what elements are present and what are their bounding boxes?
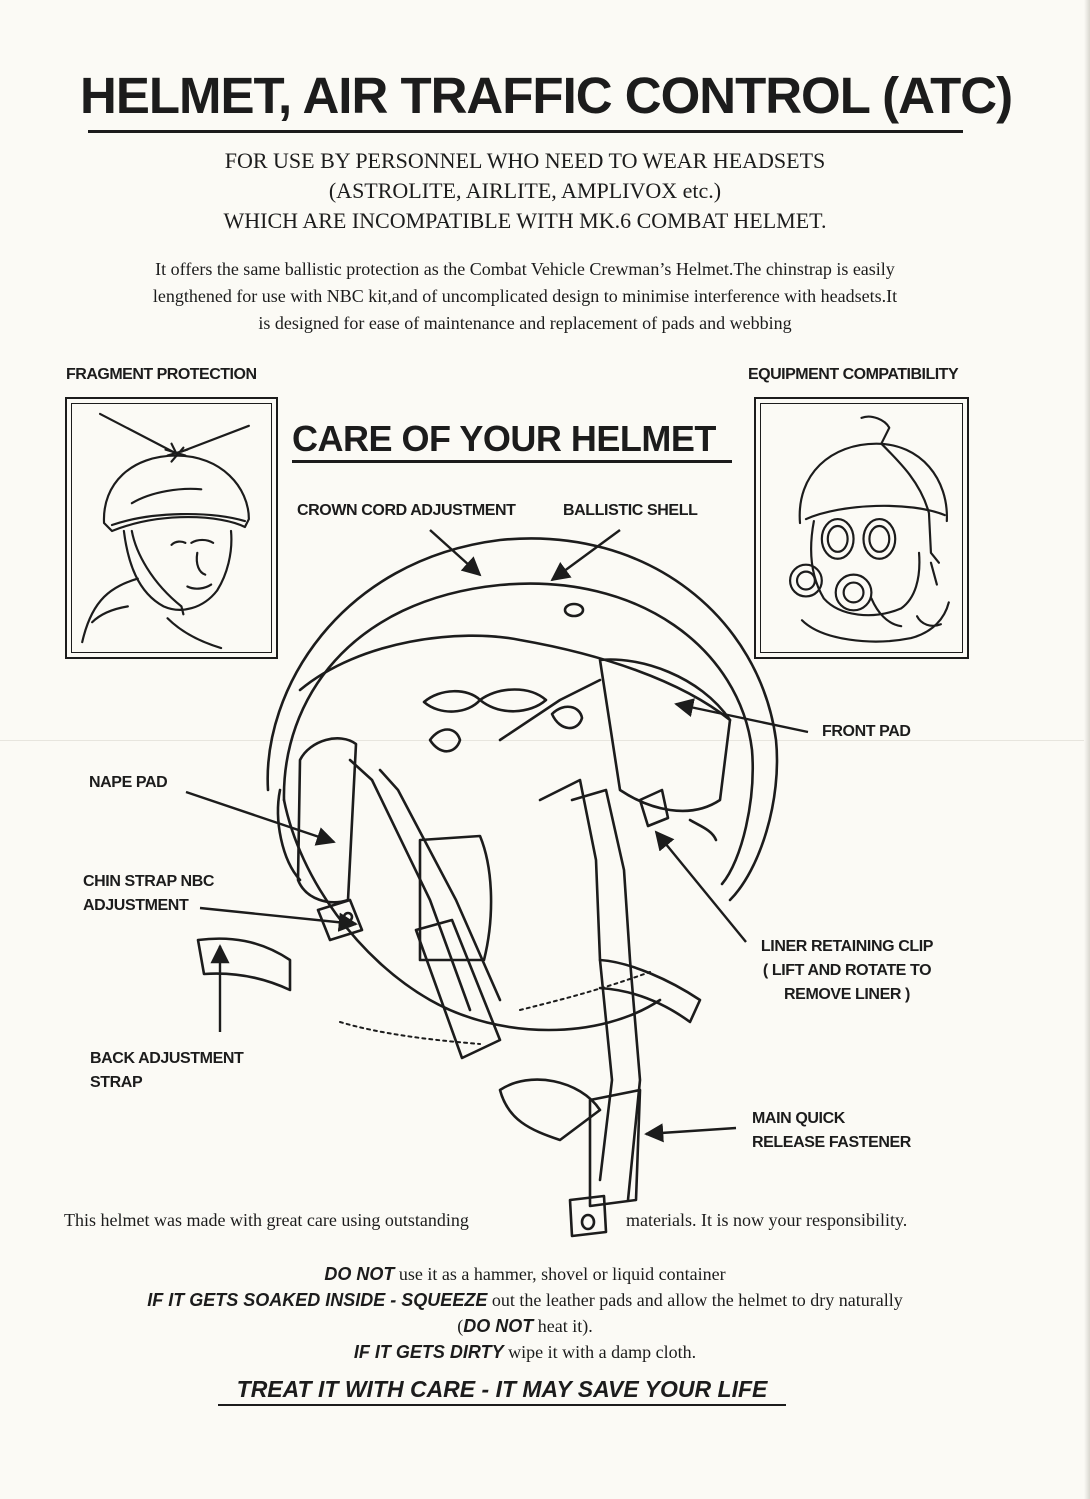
callout-line: STRAP — [90, 1074, 143, 1091]
callout-line: RELEASE FASTENER — [752, 1134, 911, 1151]
equipment-compatibility-illustration-frame — [754, 397, 969, 659]
gasmask-headset-illustration — [788, 415, 950, 643]
paper-fold-crease — [0, 740, 1090, 741]
intro-line: lengthened for use with NBC kit,and of u… — [152, 286, 898, 306]
rule-emphasis: DO NOT — [463, 1316, 534, 1336]
care-heading: CARE OF YOUR HELMET — [292, 418, 732, 463]
intro-line: is designed for ease of maintenance and … — [258, 313, 792, 333]
rule-text: heat it). — [533, 1316, 593, 1336]
callout-line: BACK ADJUSTMENT — [90, 1050, 244, 1067]
rule-emphasis: IF IT GETS SOAKED INSIDE - SQUEEZE — [147, 1290, 488, 1310]
chin-strap-nbc-adjustment-label: CHIN STRAP NBC ADJUSTMENT — [83, 870, 214, 918]
callout-line: CHIN STRAP NBC — [83, 873, 215, 890]
ballistic-shell-label: BALLISTIC SHELL — [563, 502, 698, 519]
nape-pad-label: NAPE PAD — [89, 774, 168, 791]
title-underline — [88, 130, 963, 133]
closing-slogan: TREAT IT WITH CARE - IT MAY SAVE YOUR LI… — [218, 1374, 786, 1406]
rule-text: ( — [457, 1316, 464, 1336]
callout-line: LINER RETAINING CLIP — [760, 938, 934, 955]
soldier-helmet-illustration — [81, 412, 250, 650]
rule-line: (DO NOT heat it). — [60, 1313, 990, 1339]
back-adjustment-strap-label: BACK ADJUSTMENT STRAP — [90, 1047, 244, 1095]
rule-text: out the leather pads and allow the helme… — [487, 1290, 903, 1310]
rule-emphasis: IF IT GETS DIRTY — [353, 1342, 504, 1362]
rule-line: IF IT GETS DIRTY wipe it with a damp clo… — [60, 1339, 990, 1365]
rule-text: use it as a hammer, shovel or liquid con… — [394, 1264, 726, 1284]
callout-line: MAIN QUICK — [752, 1110, 845, 1127]
main-quick-release-fastener-label: MAIN QUICK RELEASE FASTENER — [752, 1107, 911, 1155]
fragment-protection-label: FRAGMENT PROTECTION — [66, 366, 257, 383]
crown-cord-adjustment-label: CROWN CORD ADJUSTMENT — [297, 502, 516, 519]
rule-line: DO NOT use it as a hammer, shovel or liq… — [60, 1261, 990, 1287]
rule-line: IF IT GETS SOAKED INSIDE - SQUEEZE out t… — [60, 1287, 990, 1313]
callout-line: ADJUSTMENT — [83, 897, 189, 914]
paper-edge-shadow — [1084, 0, 1090, 1499]
liner-retaining-clip-label: LINER RETAINING CLIP ( LIFT AND ROTATE T… — [754, 935, 940, 1007]
front-pad-label: FRONT PAD — [822, 723, 911, 740]
rule-emphasis: DO NOT — [324, 1264, 395, 1284]
callout-line: ( LIFT AND ROTATE TO — [762, 962, 932, 979]
subtitle-line: FOR USE BY PERSONNEL WHO NEED TO WEAR HE… — [224, 148, 826, 173]
intro-paragraph: It offers the same ballistic protection … — [60, 256, 990, 337]
responsibility-text-right: materials. It is now your responsibility… — [626, 1210, 908, 1230]
fragment-protection-illustration-frame — [65, 397, 278, 659]
rule-text: wipe it with a damp cloth. — [503, 1342, 697, 1362]
equipment-compatibility-label: EQUIPMENT COMPATIBILITY — [748, 366, 959, 383]
subtitle-line: (ASTROLITE, AIRLITE, AMPLIVOX etc.) — [328, 178, 722, 203]
care-rules: DO NOT use it as a hammer, shovel or liq… — [60, 1261, 990, 1365]
intro-line: It offers the same ballistic protection … — [155, 259, 895, 279]
subtitle-line: WHICH ARE INCOMPATIBLE WITH MK.6 COMBAT … — [223, 208, 827, 233]
callout-line: REMOVE LINER ) — [784, 986, 910, 1003]
responsibility-text-left: This helmet was made with great care usi… — [64, 1210, 469, 1230]
page-title: HELMET, AIR TRAFFIC CONTROL (ATC) — [80, 67, 1013, 124]
subtitle-block: FOR USE BY PERSONNEL WHO NEED TO WEAR HE… — [90, 146, 960, 236]
